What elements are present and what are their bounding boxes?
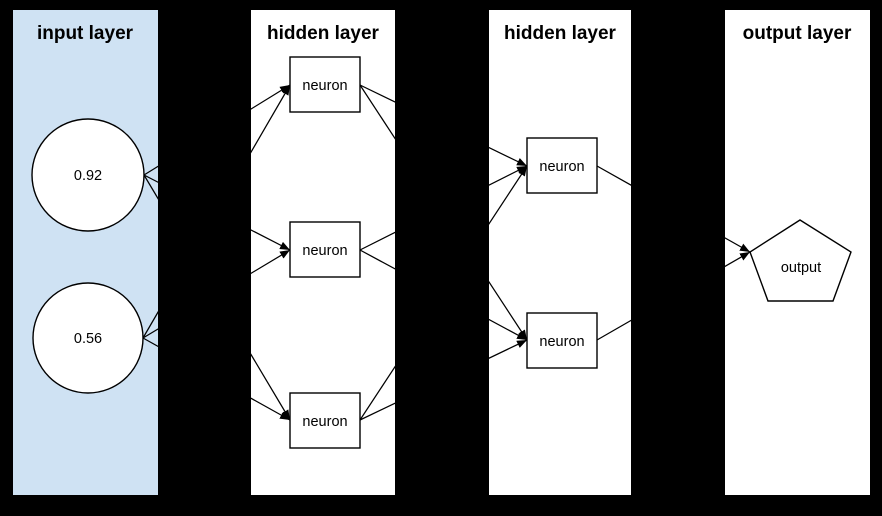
panel-input-layer <box>13 10 158 495</box>
hidden1-neuron-box-3 <box>289 392 361 449</box>
input-node-circle-1 <box>31 118 145 232</box>
hidden2-neuron-label-1: neuron <box>539 159 584 175</box>
output-node-label: output <box>781 260 821 276</box>
hidden1-neuron-box-1 <box>289 56 361 113</box>
hidden1-neuron-box-2 <box>289 221 361 278</box>
hidden-layer-2-title: hidden layer <box>504 23 617 44</box>
hidden1-neuron-label-2: neuron <box>302 243 347 259</box>
output-layer-title: output layer <box>743 23 852 44</box>
input-node-value-1: 0.92 <box>74 168 102 184</box>
panel-hidden-layer-2 <box>489 10 631 495</box>
input-node-value-2: 0.56 <box>74 331 102 347</box>
input-layer-title: input layer <box>37 23 134 44</box>
hidden-layer-1-title: hidden layer <box>267 23 380 44</box>
output-node-pentagon <box>749 219 852 302</box>
hidden2-neuron-label-2: neuron <box>539 334 584 350</box>
hidden1-neuron-label-3: neuron <box>302 414 347 430</box>
input-node-circle-2 <box>32 282 144 394</box>
hidden1-neuron-label-1: neuron <box>302 78 347 94</box>
hidden2-neuron-box-2 <box>526 312 598 369</box>
hidden2-neuron-box-1 <box>526 137 598 194</box>
